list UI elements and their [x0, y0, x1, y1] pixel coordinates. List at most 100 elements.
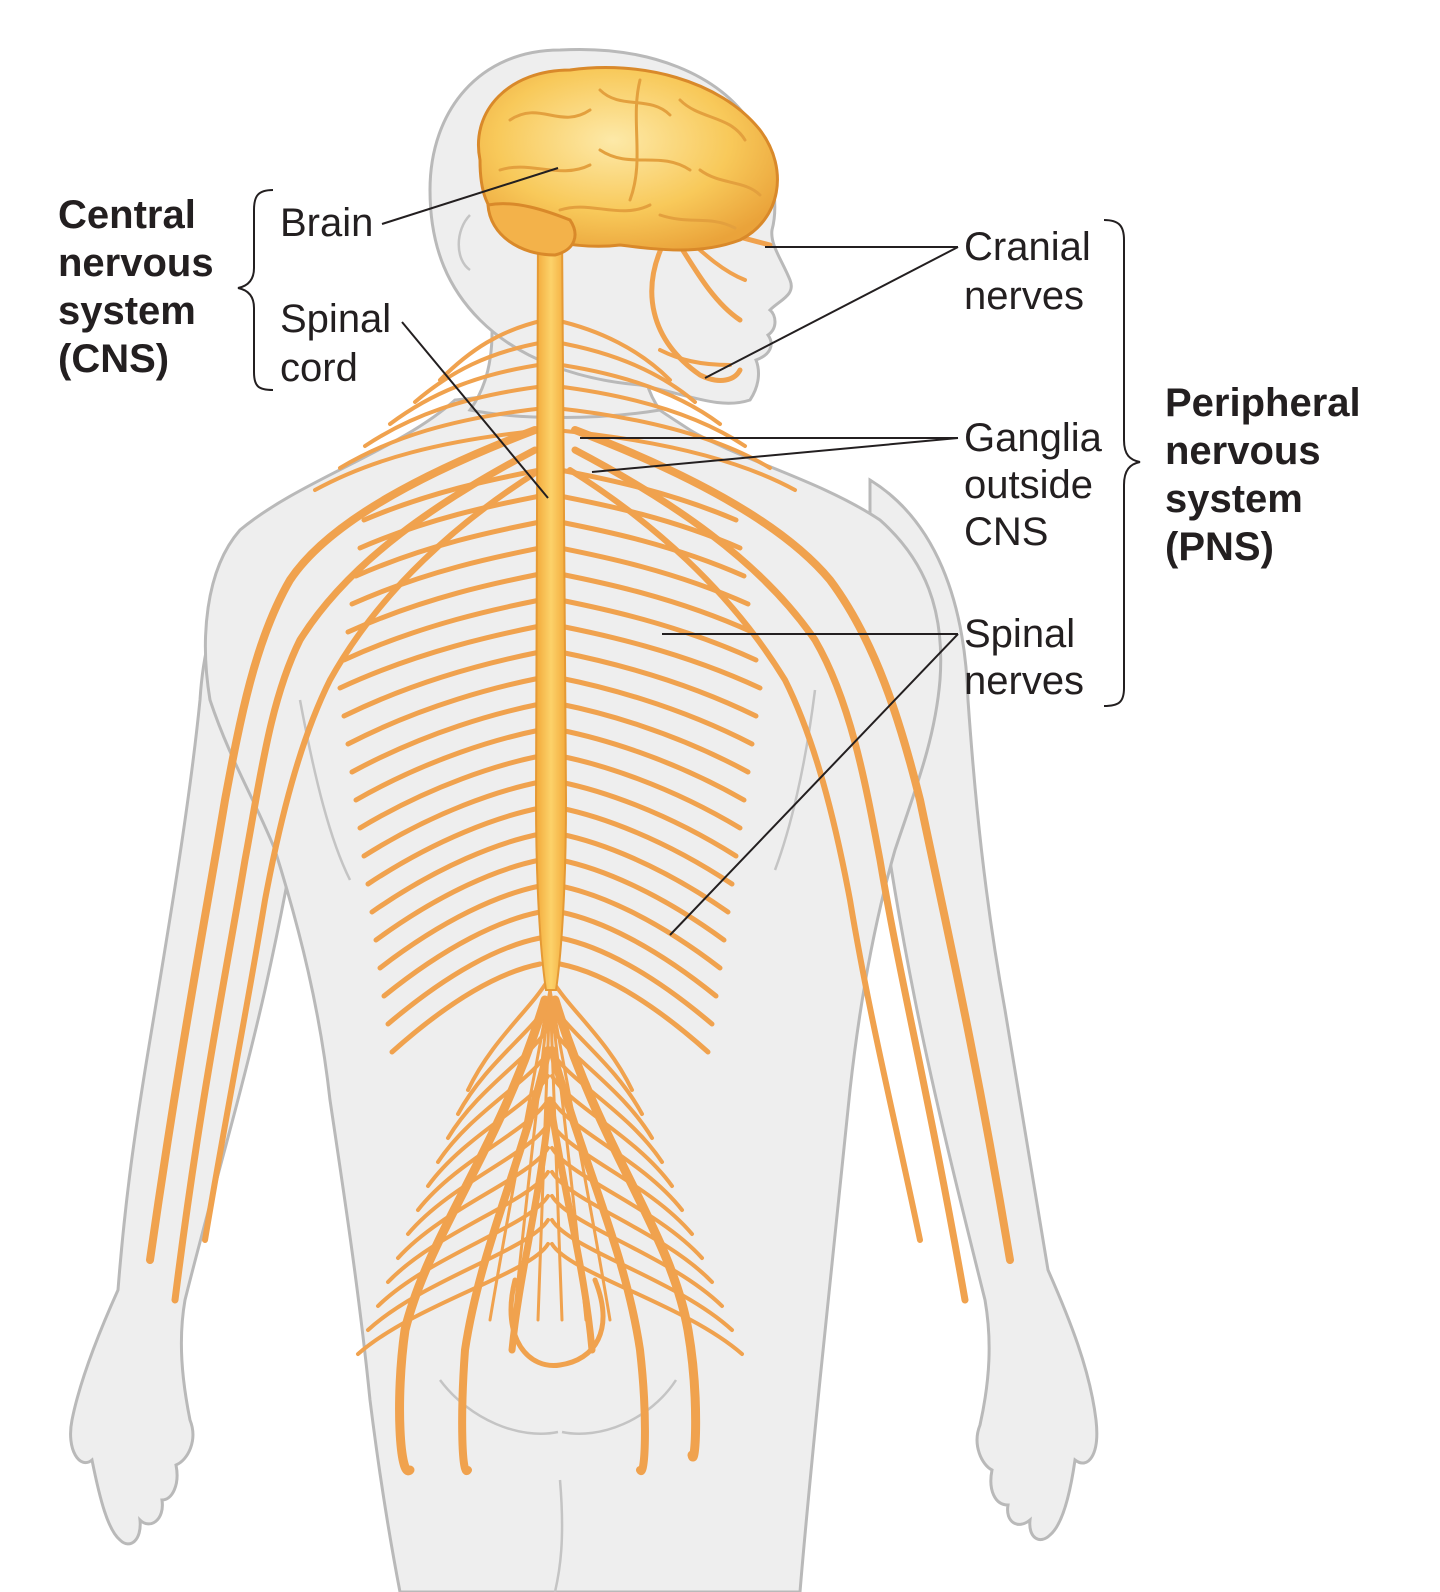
- spinal-nerve-branch-26: [557, 623, 763, 691]
- spinal-nerve-branch-73: [366, 1218, 550, 1332]
- spinal-nerve-branch-59: [436, 1050, 550, 1164]
- fold-6: [698, 168, 762, 197]
- spinal-nerve-branch-41: [369, 831, 543, 915]
- spinal-nerve-branch-29: [345, 675, 543, 747]
- spinal-cord-label-line-2: cord: [280, 346, 358, 390]
- cerebellum: [486, 202, 577, 257]
- leader-spinal-cord: [401, 321, 549, 499]
- left-leg-nerve-1: [395, 995, 550, 1476]
- spinal-nerve-branch-8: [553, 384, 747, 448]
- spinal-nerve-branch-63: [416, 1098, 550, 1212]
- spinal-nerve-branch-21: [345, 571, 543, 635]
- spinal-nerve-branch-30: [557, 675, 755, 747]
- spinal-nerve-branch-47: [381, 909, 543, 999]
- ganglia-label-line-3: CNS: [964, 510, 1048, 554]
- right-arm-nerve-2: [571, 446, 969, 1304]
- spinal-nerve-branch-34: [557, 727, 747, 803]
- spinal-nerve-branch-22: [557, 571, 755, 635]
- right-leg-nerve-1: [550, 995, 701, 1462]
- right-leg-nerve-3: [546, 1096, 596, 1354]
- torso: [203, 378, 943, 1592]
- fold-5: [598, 148, 692, 172]
- spinal-nerve-branch-48: [557, 909, 719, 999]
- sacral-loop: [508, 1277, 606, 1369]
- cranial-nerves-label-line-1: Cranial: [964, 225, 1091, 269]
- spinal-nerve-branch-7: [363, 384, 547, 448]
- fold-4: [498, 163, 592, 173]
- spinal-nerve-branch-4: [553, 340, 697, 404]
- spinal-nerve-branch-1: [438, 318, 547, 382]
- spinal-nerve-branch-38: [557, 779, 739, 859]
- cns-heading-line-4: (CNS): [58, 337, 169, 381]
- pns-heading-line-1: Peripheral: [1165, 381, 1361, 425]
- spinal-cord-label-line-1: Spinal: [280, 297, 391, 341]
- spinal-nerve-branch-33: [353, 727, 543, 803]
- leader-spinal-nerves-2: [669, 633, 959, 936]
- right-leg-nerve-2: [548, 1046, 649, 1476]
- pns-heading-line-2: nervous: [1165, 429, 1321, 473]
- cranial-nerves-label-line-2: nerves: [964, 274, 1084, 318]
- spinal-nerve-branch-11: [313, 428, 547, 492]
- cranial-nerve-3: [649, 237, 743, 383]
- spinal-nerve-branch-9: [338, 406, 547, 470]
- brain-folds: [498, 78, 762, 230]
- spinal-nerve-branch-44: [557, 857, 727, 943]
- spinal-nerve-branch-15: [357, 493, 543, 551]
- spinal-nerve-branch-50: [557, 935, 715, 1027]
- ganglia-label: Ganglia outside CNS: [964, 416, 1103, 554]
- scapula-left: [298, 699, 352, 881]
- spinal-nerve-branch-78: [512, 988, 552, 1322]
- brain-label: Brain: [280, 201, 373, 245]
- buttock-curve-left: [439, 1379, 559, 1435]
- spinal-nerve-branch-52: [557, 961, 711, 1055]
- spinal-nerve-branch-54: [550, 978, 634, 1092]
- buttock-line: [553, 1479, 564, 1592]
- left-arm-nerve-2: [171, 446, 539, 1304]
- spinal-nerve-branch-31: [349, 701, 543, 775]
- spinal-nerve-branch-25: [337, 623, 543, 691]
- cns-heading: Central nervous system (CNS): [58, 193, 214, 381]
- leader-cranial-2: [704, 246, 959, 379]
- left-leg-nerve-3: [508, 1096, 554, 1354]
- spinal-nerves-label-line-2: nerves: [964, 659, 1084, 703]
- fold-3: [678, 98, 747, 142]
- spinal-nerve-branch-74: [550, 1218, 734, 1332]
- cns-brace: [237, 189, 274, 391]
- spinal-nerve-branch-17: [353, 519, 543, 579]
- cranial-nerves-label: Cranial nerves: [964, 225, 1091, 318]
- spinal-nerve-branch-43: [373, 857, 543, 943]
- spinal-nerve-branch-72: [550, 1194, 724, 1308]
- spinal-nerve-branch-35: [357, 753, 543, 831]
- fold-1: [508, 108, 592, 122]
- spinal-cord-label: Spinal cord: [280, 297, 391, 390]
- spinal-nerve-branch-75: [356, 1242, 550, 1356]
- fold-7: [558, 203, 652, 213]
- cns-heading-line-2: nervous: [58, 241, 214, 285]
- pns-heading: Peripheral nervous system (PNS): [1165, 381, 1361, 569]
- spinal-nerves-label: Spinal nerves: [964, 612, 1084, 703]
- spinal-nerve-branch-28: [557, 649, 759, 719]
- spinal-nerve-branch-37: [361, 779, 543, 859]
- spinal-nerve-branch-40: [557, 805, 735, 887]
- spinal-nerve-branch-66: [550, 1122, 694, 1236]
- leader-ganglia-2: [591, 437, 959, 473]
- right-arm-nerve-3: [567, 467, 923, 1243]
- spinal-nerve-branch-39: [365, 805, 543, 887]
- scapula-right: [773, 689, 817, 871]
- spinal-nerve-branch-19: [349, 545, 543, 607]
- arm-nerves: [146, 426, 1014, 1304]
- left-arm-nerve-3: [202, 467, 543, 1243]
- spinal-nerve-branch-36: [557, 753, 743, 831]
- spinal-nerves-label-line-1: Spinal: [964, 612, 1075, 656]
- right-arm-nerve-1: [571, 426, 1014, 1264]
- fold-9: [628, 78, 642, 202]
- pns-heading-line-4: (PNS): [1165, 525, 1274, 569]
- ganglia-label-line-1: Ganglia: [964, 416, 1103, 460]
- spinal-nerve-branch-23: [341, 597, 543, 663]
- fold-2: [598, 88, 672, 117]
- spinal-cord: [534, 229, 568, 991]
- buttock-curve-right: [561, 1379, 678, 1435]
- spinal-nerve-branch-46: [557, 883, 723, 971]
- spinal-nerve-branch-3: [413, 340, 547, 404]
